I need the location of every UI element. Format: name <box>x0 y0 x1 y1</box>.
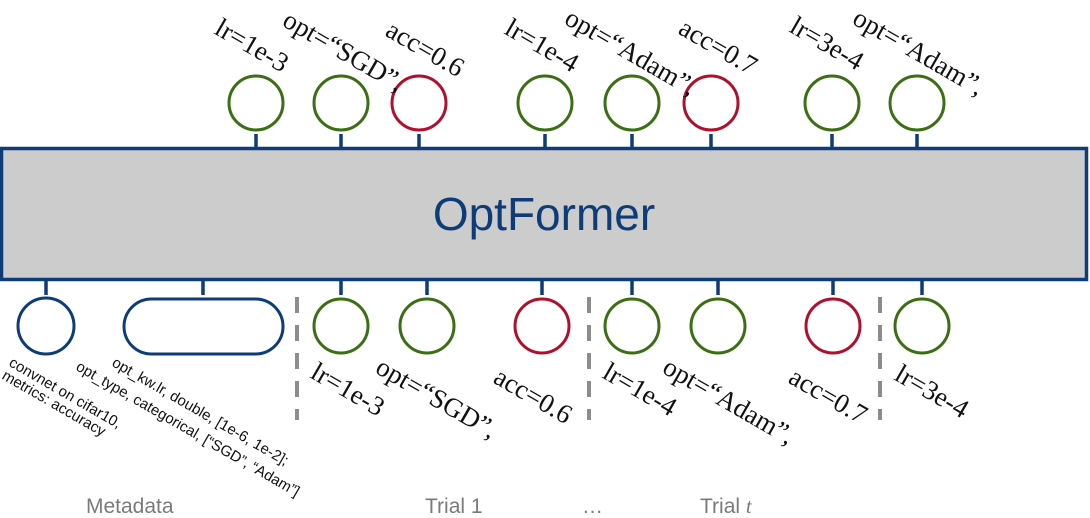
output-token-circles <box>227 74 946 132</box>
section-trial-1: Trial 1 <box>425 495 483 518</box>
input-token-acc <box>513 297 571 355</box>
output-token-acc <box>682 74 740 132</box>
section-ellipsis: … <box>582 495 603 518</box>
optformer-box <box>0 146 1089 282</box>
section-trial-t: Trial t <box>700 494 752 518</box>
metadata-token-circle <box>16 296 76 356</box>
input-token-shapes <box>16 296 951 356</box>
output-token-lr <box>227 74 285 132</box>
input-token-opt <box>398 297 456 355</box>
output-token-opt <box>603 74 661 132</box>
section-metadata: Metadata <box>86 495 174 518</box>
input-stems <box>44 281 924 295</box>
input-token-acc <box>804 297 862 355</box>
metadata-token-pill <box>122 297 285 356</box>
trial-separators <box>295 297 882 420</box>
input-token-lr <box>312 297 370 355</box>
output-token-lr <box>516 74 574 132</box>
input-token-lr <box>603 297 661 355</box>
output-token-acc <box>390 74 448 132</box>
input-token-opt <box>689 297 747 355</box>
input-token-lr <box>893 297 951 355</box>
output-token-opt <box>312 74 370 132</box>
section-trial-t-variable: t <box>745 494 752 518</box>
section-trial-t-prefix: Trial <box>700 495 746 518</box>
output-token-lr <box>803 74 861 132</box>
model-title: OptFormer <box>432 188 656 240</box>
output-stems <box>254 134 919 148</box>
output-token-opt <box>888 74 946 132</box>
